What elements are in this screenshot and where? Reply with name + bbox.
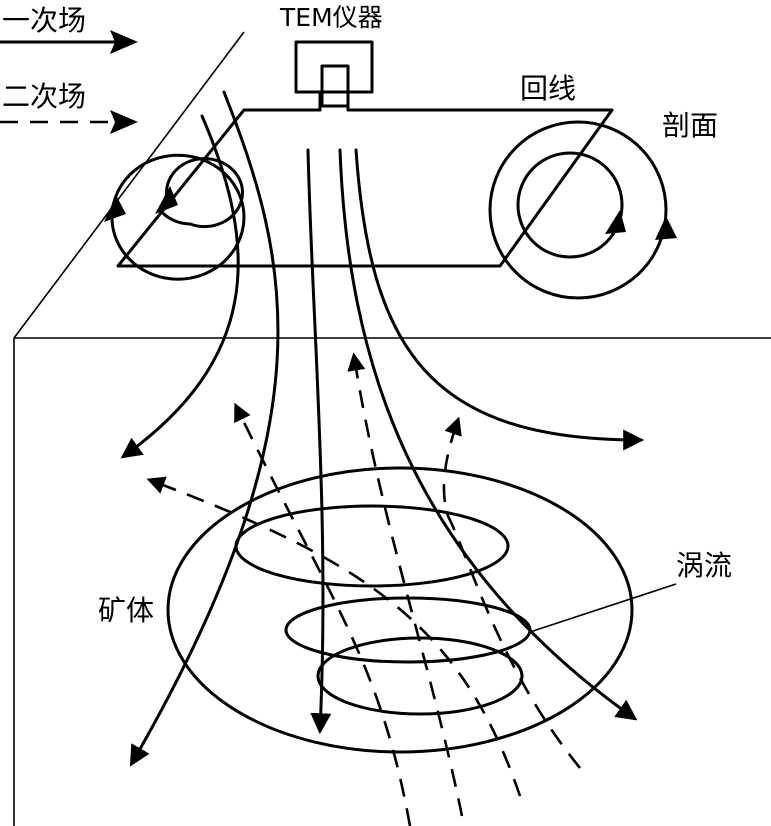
instrument-label: TEM仪器 — [279, 3, 383, 32]
ore-body-label: 矿体 — [98, 594, 154, 627]
ground-plane — [13, 31, 771, 826]
legend-primary-label: 一次场 — [2, 4, 86, 37]
transmitter-loop — [116, 108, 614, 268]
eddy-current-label: 涡流 — [676, 549, 732, 582]
profile-label: 剖面 — [662, 109, 718, 142]
eddy-current-loop-3 — [316, 636, 524, 716]
loop-label: 回线 — [520, 72, 576, 105]
legend-secondary-arrowhead — [110, 110, 138, 134]
ore-body: 矿体 — [98, 466, 634, 754]
legend-secondary-label: 二次场 — [2, 80, 86, 113]
eddy-currents: 涡流 — [234, 504, 732, 716]
eddy-current-loop-1 — [234, 504, 510, 588]
primary-field-lines — [120, 90, 645, 767]
eddy-current-loop-2 — [284, 596, 532, 664]
instrument-box — [294, 40, 374, 94]
tem-instrument: TEM仪器 — [279, 3, 383, 112]
right-profile-field — [488, 120, 677, 300]
ore-body-outline — [166, 466, 634, 754]
legend: 一次场 二次场 — [0, 4, 138, 134]
secondary-field-lines — [146, 352, 582, 826]
instrument-connector — [320, 64, 350, 108]
eddy-current-leader — [529, 583, 677, 633]
left-profile-field — [104, 153, 246, 281]
legend-primary-arrowhead — [110, 30, 138, 54]
